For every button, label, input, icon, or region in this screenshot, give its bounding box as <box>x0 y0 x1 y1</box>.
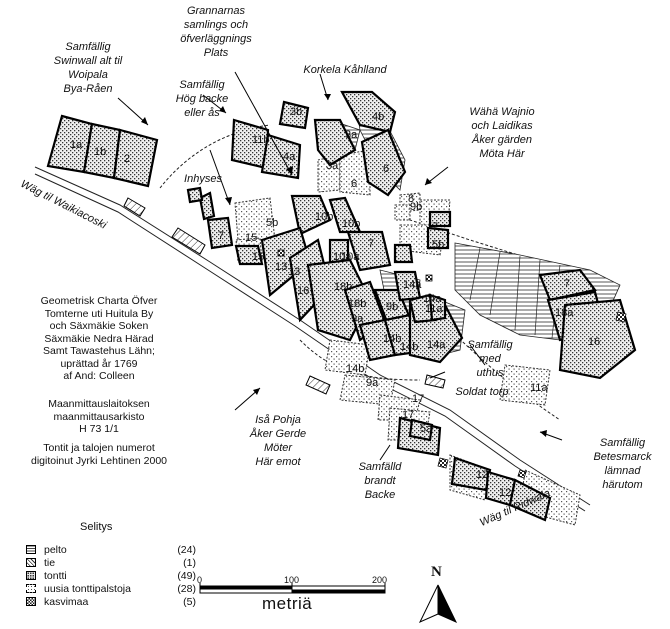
parcel-number: 14b <box>400 341 418 353</box>
parcel-number: 14a <box>403 279 422 291</box>
parcel-number: 10a <box>341 251 360 263</box>
parcel-number: 13 <box>288 266 300 278</box>
parcel-number: 16 <box>297 285 309 297</box>
parcel-number: 12 <box>476 469 488 481</box>
parcel-number: 9a <box>366 377 379 389</box>
legend-item-pelto: pelto(24) <box>26 544 196 557</box>
parcel-number: 10b <box>342 218 360 230</box>
parcel-number: 9a <box>351 313 364 325</box>
north-letter: N <box>431 564 442 580</box>
legend-item-uusia-tonttipalstoja: uusia tonttipalstoja(28) <box>26 583 196 596</box>
north-arrow-icon <box>418 584 458 624</box>
label-soldat-torp: Soldat torp <box>455 386 509 398</box>
parcel-number: 5a <box>420 423 433 435</box>
pelto-swatch-icon <box>26 545 36 554</box>
parcel-number: 16 <box>588 336 600 348</box>
parcel-number: 5b <box>266 217 278 229</box>
parcel-number: 18b <box>348 298 366 310</box>
parcel-number: 14b <box>346 363 364 375</box>
legend-item-tie: tie(1) <box>26 557 196 570</box>
parcel-number: 3a <box>345 129 358 141</box>
leader-arrow-heads <box>141 94 547 437</box>
parcel-number: 3b <box>290 106 302 118</box>
scale-bar <box>199 583 386 594</box>
parcel-number: 4a <box>283 151 296 163</box>
scale-tick-100: 100 <box>284 575 300 585</box>
tie-swatch-icon <box>26 558 36 567</box>
parcel-number: 9b <box>386 301 398 313</box>
kasvimaa-swatch-icon <box>26 597 36 606</box>
uusia-swatch-icon <box>26 584 36 593</box>
parcel-number: 7 <box>368 238 374 250</box>
parcel-number: 17 <box>402 409 414 421</box>
parcel-number: 4b <box>372 111 384 123</box>
parcel-number: 6 <box>383 163 389 175</box>
parcel-number: 10b <box>315 211 333 223</box>
parcel-number: 11b <box>252 134 270 146</box>
parcel-number: 13 <box>275 261 287 273</box>
label-inhyses: Inhyses <box>184 173 222 185</box>
scale-unit: metriä <box>262 594 313 613</box>
legend-item-kasvimaa: kasvimaa(5) <box>26 596 196 609</box>
parcel-number: 5b <box>432 239 444 251</box>
parcel-number: 18a <box>555 307 574 319</box>
parcel-number: 15 <box>245 232 257 244</box>
parcel-number: 10a <box>333 251 352 263</box>
parcel-number: 15 <box>252 251 264 263</box>
parcel-number: 14a <box>427 339 446 351</box>
parcel-number: 18b <box>334 281 352 293</box>
parcel-number: 14a <box>423 293 442 305</box>
parcel-number: 17 <box>412 393 424 405</box>
parcel-number: 7 <box>564 278 570 290</box>
parcel-number: 2 <box>124 153 130 165</box>
legend-item-tontti: tontti(49) <box>26 570 196 583</box>
parcel-number: 14b <box>383 333 401 345</box>
parcel-number: 1a <box>70 139 83 151</box>
parcel-number: 7 <box>218 230 224 242</box>
parcel-number: 7 <box>432 221 438 233</box>
parcel-number: 11a <box>425 303 443 315</box>
label-korkela: Korkela Kåhlland <box>303 64 387 76</box>
parcel-number: 6 <box>351 178 357 190</box>
parcel-number: 8 <box>408 193 414 205</box>
parcel-number: 3a <box>326 160 339 172</box>
road-strips <box>123 197 446 395</box>
parcel-number: 9b <box>410 201 422 213</box>
garden-parcels <box>277 249 627 479</box>
legend-title: Selitys <box>80 521 113 533</box>
tontti-swatch-icon <box>26 571 36 580</box>
parcel-number: 1b <box>94 146 106 158</box>
scale-tick-0: 0 <box>197 575 203 585</box>
scale-tick-200: 200 <box>372 575 388 585</box>
parcel-number: 11a <box>530 382 548 394</box>
parcel-number: 12 <box>499 487 511 499</box>
